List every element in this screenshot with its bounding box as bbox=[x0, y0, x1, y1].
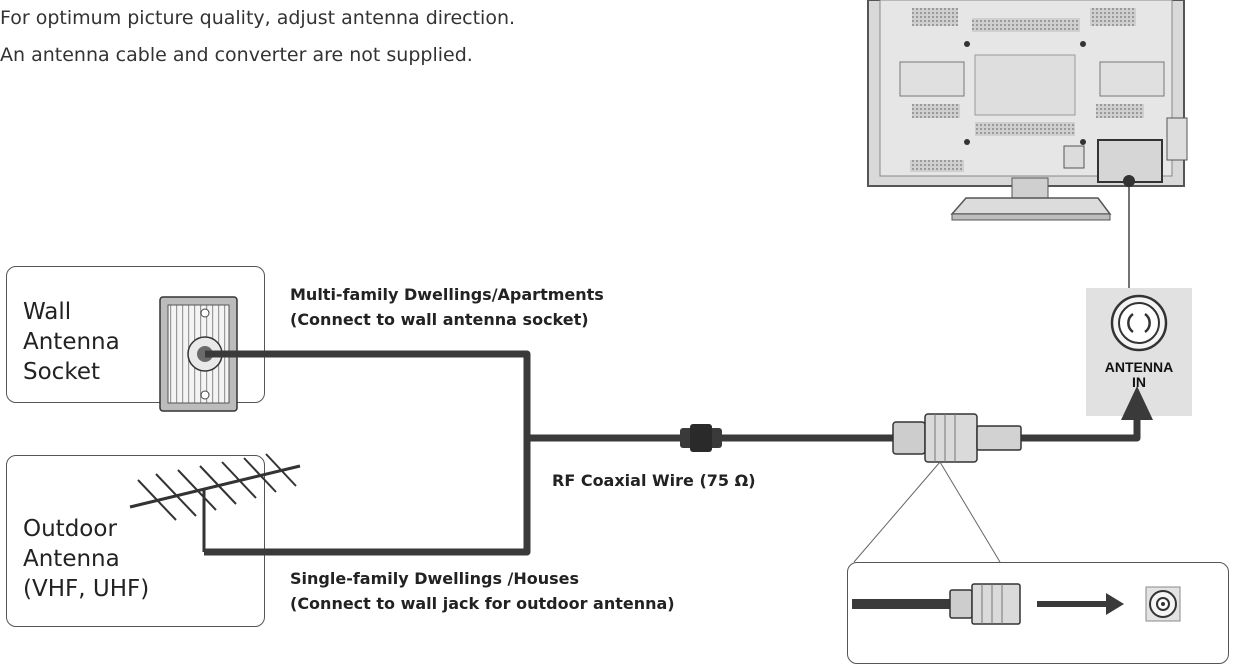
intro-text: For optimum picture quality, adjust ante… bbox=[0, 0, 515, 74]
inset-connector-icon bbox=[852, 583, 1021, 625]
arrow-up-icon bbox=[1121, 386, 1153, 420]
intro-line-2: An antenna cable and converter are not s… bbox=[0, 44, 473, 66]
inset-port-icon bbox=[1145, 586, 1181, 622]
callout-line-left bbox=[853, 461, 941, 563]
ferrite-core-icon bbox=[680, 424, 722, 452]
outdoor-antenna-icon bbox=[129, 453, 301, 552]
tv-rear-icon bbox=[867, 0, 1188, 221]
antenna-in-label-line-2: IN bbox=[1132, 374, 1146, 390]
multi-family-note: Multi-family Dwellings/Apartments (Conne… bbox=[290, 285, 604, 329]
wall-antenna-socket-label: Wall Antenna Socket bbox=[23, 299, 120, 385]
intro-line-1: For optimum picture quality, adjust ante… bbox=[0, 7, 516, 29]
f-connector-icon bbox=[892, 413, 1022, 463]
antenna-port-icon bbox=[1110, 294, 1168, 352]
antenna-in-label-line-1: ANTENNA bbox=[1104, 359, 1174, 375]
outdoor-antenna-label: Outdoor Antenna (VHF, UHF) bbox=[23, 516, 150, 602]
rf-coaxial-wire-label: RF Coaxial Wire (75 Ω) bbox=[552, 471, 756, 490]
single-family-note: Single-family Dwellings /Houses (Connect… bbox=[290, 569, 675, 613]
coaxial-cable bbox=[204, 350, 1141, 556]
inset-arrow-icon bbox=[1037, 593, 1124, 615]
callout-line-right bbox=[939, 461, 1001, 563]
